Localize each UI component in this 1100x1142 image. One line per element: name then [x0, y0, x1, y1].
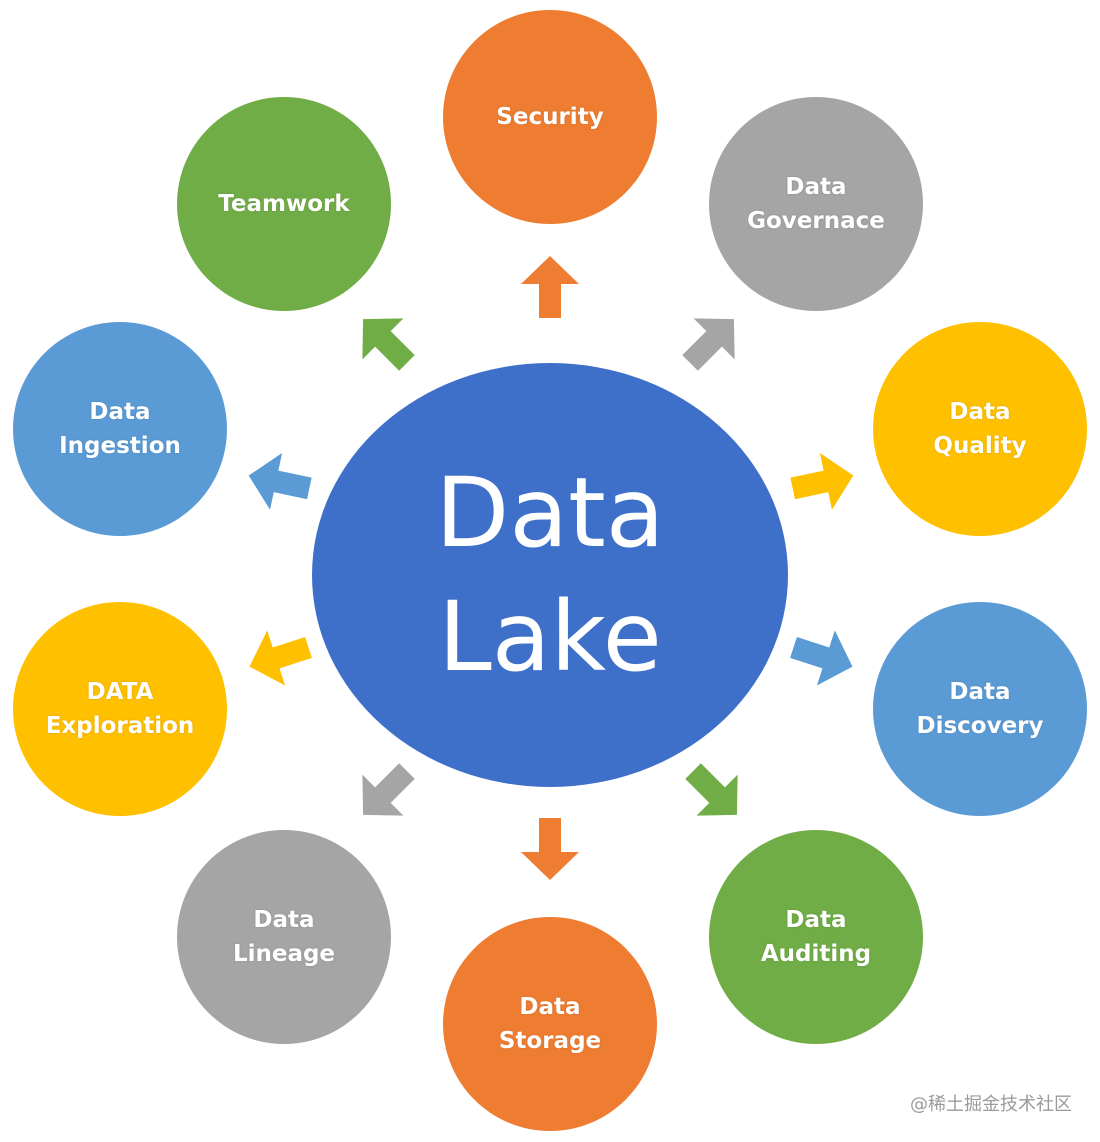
arrow-to-teamwork: [362, 318, 415, 371]
node-data-discovery-label: Data Discovery: [916, 679, 1044, 739]
data-lake-center-node: Data Lake: [312, 363, 788, 787]
node-data-governance-label: Data Governace: [747, 174, 885, 234]
node-teamwork: Teamwork: [177, 97, 391, 311]
arrow-to-data-storage: [521, 818, 579, 880]
node-security: Security: [443, 10, 657, 224]
node-data-governance: Data Governace: [709, 97, 923, 311]
arrow-to-security: [521, 256, 579, 318]
node-data-quality-label: Data Quality: [933, 399, 1027, 459]
arrow-to-data-exploration: [249, 630, 312, 686]
arrow-to-data-quality: [790, 453, 854, 510]
node-data-ingestion-label: Data Ingestion: [59, 399, 181, 459]
node-data-lineage-label: Data Lineage: [232, 907, 336, 967]
node-data-auditing: Data Auditing: [709, 830, 923, 1044]
node-data-discovery: Data Discovery: [873, 602, 1087, 816]
node-data-ingestion: Data Ingestion: [13, 322, 227, 536]
arrow-to-data-discovery: [790, 630, 853, 686]
node-data-exploration: DATA Exploration: [13, 602, 227, 816]
arrow-to-data-ingestion: [248, 453, 312, 510]
node-security-label: Security: [496, 104, 604, 130]
node-data-quality: Data Quality: [873, 322, 1087, 536]
node-data-storage: Data Storage: [443, 917, 657, 1131]
node-teamwork-label: Teamwork: [218, 191, 350, 217]
arrow-to-data-governance: [682, 318, 735, 371]
node-data-lineage: Data Lineage: [177, 830, 391, 1044]
node-data-auditing-label: Data Auditing: [760, 907, 872, 967]
arrow-to-data-auditing: [685, 763, 738, 816]
watermark: @稀土掘金技术社区: [910, 1094, 1072, 1115]
node-data-storage-label: Data Storage: [498, 994, 602, 1054]
node-data-exploration-label: DATA Exploration: [45, 679, 195, 739]
arrow-to-data-lineage: [362, 763, 415, 816]
